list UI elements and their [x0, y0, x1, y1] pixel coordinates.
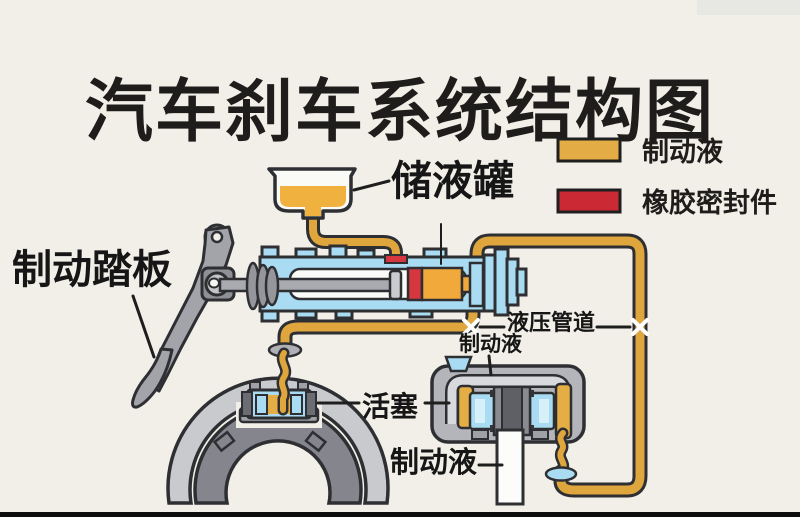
piston-label: 活塞: [362, 390, 419, 423]
drum-flex-hose: [279, 350, 289, 413]
legend-label-rubber-seal: 橡胶密封件: [642, 188, 777, 219]
legend-item-rubber-seal: 橡胶密封件: [556, 181, 777, 220]
brake-pedal-label: 制动踏板: [12, 247, 172, 293]
port-seal: [384, 254, 408, 264]
drum-ring: [166, 376, 390, 505]
reservoir-feed-pipe: [309, 208, 400, 270]
master-cylinder: [218, 244, 528, 323]
hydraulic-pipes: [277, 205, 648, 498]
brake-fluid-disc-label: 制动液: [390, 445, 478, 479]
wheel-cylinder-piston-left: [255, 394, 268, 415]
hose-collar: [544, 466, 578, 482]
reservoir-fluid: [280, 186, 346, 216]
brake-caliper: [430, 355, 586, 506]
brake-disc: [495, 428, 525, 506]
bottom-border: [0, 512, 800, 517]
cylinder-fluid-chamber: [420, 266, 464, 302]
rubber-seal-swatch: [556, 188, 622, 213]
hydraulic-line-label: 液压管道: [507, 311, 596, 336]
legend: 制动液 橡胶密封件: [556, 130, 777, 232]
rubber-seal: [406, 266, 424, 302]
reservoir-label: 储液罐: [391, 157, 514, 205]
pipe-to-caliper: [472, 236, 645, 495]
brake-fluid-caliper-label: 制动液: [459, 332, 522, 356]
drum-brake: [166, 342, 390, 505]
legend-item-brake-fluid: 制动液: [556, 130, 777, 169]
bleeder-valve: [444, 355, 473, 373]
brake-pedal: [131, 223, 236, 409]
scan-artifact: [697, 0, 800, 15]
reservoir: [267, 167, 357, 220]
pipe-junction-markers: [462, 318, 649, 336]
caliper-flex-hose: [557, 430, 567, 475]
brake-shoes: [193, 405, 363, 505]
brake-fluid-swatch: [556, 137, 622, 162]
pedal-foot: [131, 347, 174, 409]
boot-bellows: [245, 261, 280, 311]
wheel-cylinder-piston-right: [290, 394, 303, 415]
end-cap: [482, 247, 528, 317]
pipe-to-drum: [280, 295, 478, 355]
legend-label-brake-fluid: 制动液: [642, 137, 723, 168]
label-pointer-lines: [131, 179, 632, 467]
